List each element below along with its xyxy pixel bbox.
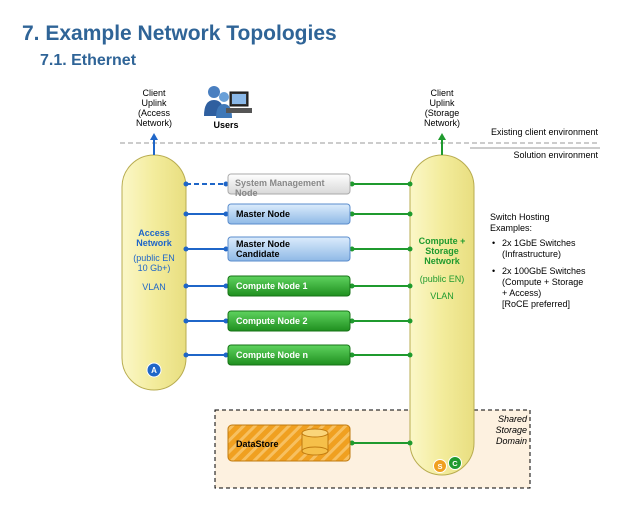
compute-node-2-connectors — [183, 318, 413, 324]
datastore-connector — [349, 440, 413, 446]
switch-hosting-examples: Switch Hosting Examples: 2x 1GbE Switche… — [490, 212, 630, 316]
left-uplink-line-2: Uplink — [141, 98, 167, 108]
right-uplink-line-3: (Storage — [425, 108, 460, 118]
compute-node-1-label: Compute Node 1 — [236, 281, 308, 291]
access-network-detail-1: (public EN — [133, 253, 175, 263]
master-candidate-label-2: Candidate — [236, 249, 280, 259]
compute-node-n-connectors — [183, 352, 413, 358]
storage-badge-label: S — [437, 462, 442, 471]
system-management-connectors — [183, 181, 413, 187]
storage-badge-icon — [433, 459, 447, 473]
switch-hosting-title-2: Examples: — [490, 223, 533, 233]
switch-item-1-line-2: (Infrastructure) — [502, 249, 562, 259]
compute-node-n-label: Compute Node n — [236, 350, 308, 360]
master-node-label: Master Node — [236, 209, 290, 219]
master-node-candidate[interactable] — [227, 236, 351, 262]
users-icon — [204, 86, 252, 118]
system-management-node[interactable] — [227, 173, 351, 195]
switch-hosting-item: 2x 100GbE Switches (Compute + Storage + … — [492, 266, 630, 310]
access-uplink-arrow-icon — [150, 133, 158, 140]
cs-network-title-3: Network — [424, 256, 461, 266]
switch-hosting-list: 2x 1GbE Switches (Infrastructure) 2x 100… — [490, 238, 630, 310]
section-title: 7.1. Ethernet — [40, 52, 137, 69]
access-badge-icon — [146, 362, 162, 378]
compute-badge-label: C — [452, 459, 458, 468]
cs-network-vlan: VLAN — [430, 291, 454, 301]
compute-node-2-label: Compute Node 2 — [236, 316, 308, 326]
access-network-detail-2: 10 Gb+) — [138, 263, 171, 273]
master-node[interactable] — [227, 203, 351, 225]
left-uplink-line-1: Client — [142, 88, 166, 98]
users-label: Users — [213, 120, 238, 130]
existing-env-label: Existing client environment — [491, 127, 599, 137]
compute-storage-network-pill — [409, 154, 475, 476]
switch-item-2-line-1: 2x 100GbE Switches — [502, 266, 586, 276]
master-candidate-connectors — [183, 246, 413, 252]
access-badge-label: A — [151, 366, 157, 375]
switch-item-2-line-3: + Access) — [502, 288, 542, 298]
cs-network-detail: (public EN) — [420, 274, 465, 284]
solution-env-label: Solution environment — [513, 150, 598, 160]
switch-hosting-title-1: Switch Hosting — [490, 212, 550, 222]
switch-item-1-line-1: 2x 1GbE Switches — [502, 238, 576, 248]
compute-node-1[interactable] — [227, 275, 351, 297]
switch-hosting-item: 2x 1GbE Switches (Infrastructure) — [492, 238, 630, 260]
access-network-title-2: Network — [136, 238, 173, 248]
shared-domain-line-1: Shared — [498, 414, 528, 424]
compute-node-2[interactable] — [227, 310, 351, 332]
cs-network-title-2: Storage — [425, 246, 459, 256]
access-network-vlan: VLAN — [142, 282, 166, 292]
switch-item-2-line-4: [RoCE preferred] — [502, 299, 571, 309]
shared-domain-line-2: Storage — [495, 425, 527, 435]
switch-item-2-line-2: (Compute + Storage — [502, 277, 584, 287]
right-uplink-line-2: Uplink — [429, 98, 455, 108]
system-management-label-1: System Management — [235, 178, 325, 188]
compute-node-n[interactable] — [227, 344, 351, 366]
datastore-label: DataStore — [236, 439, 279, 449]
storage-uplink-arrow-icon — [438, 133, 446, 140]
right-uplink-line-1: Client — [430, 88, 454, 98]
access-network-title-1: Access — [138, 228, 170, 238]
master-node-connectors — [183, 211, 413, 217]
left-uplink-line-4: Network) — [136, 118, 172, 128]
page-title: 7. Example Network Topologies — [22, 22, 337, 45]
right-uplink-line-4: Network) — [424, 118, 460, 128]
compute-node-1-connectors — [183, 283, 413, 289]
cs-network-title-1: Compute + — [419, 236, 466, 246]
left-uplink-line-3: (Access — [138, 108, 171, 118]
shared-domain-line-3: Domain — [496, 436, 527, 446]
system-management-label-2: Node — [235, 188, 258, 198]
master-candidate-label-1: Master Node — [236, 239, 290, 249]
compute-badge-icon — [448, 456, 462, 470]
database-icon — [301, 428, 329, 456]
